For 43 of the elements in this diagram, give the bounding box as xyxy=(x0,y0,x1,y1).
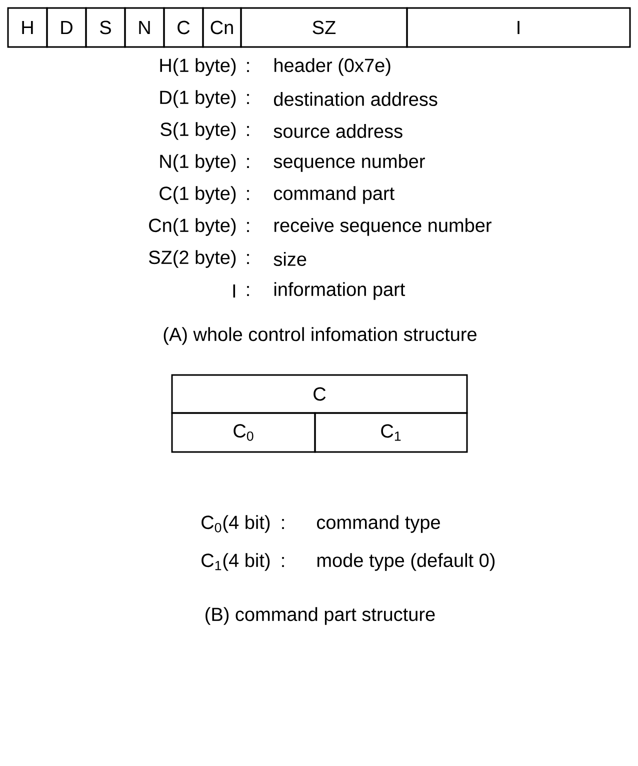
field-description: destination address xyxy=(274,92,438,106)
field-cell: C xyxy=(163,7,204,48)
colon: : xyxy=(247,126,249,136)
field-description: information part xyxy=(274,282,406,300)
field-name: S(1 byte) xyxy=(160,122,236,140)
field-name: C$_{0}$(4 bit) xyxy=(202,515,270,533)
field-description: mode type (default 0) xyxy=(317,553,495,571)
colon: : xyxy=(247,62,249,72)
colon: : xyxy=(282,556,284,568)
colon: : xyxy=(247,254,249,264)
field-name: I xyxy=(233,284,236,298)
field-name: N(1 byte) xyxy=(160,154,236,172)
colon: : xyxy=(282,518,284,530)
field-description: receive sequence number xyxy=(274,218,492,236)
field-cell: I xyxy=(406,7,631,48)
field-description: sequence number xyxy=(274,154,425,172)
field-cell: SZ xyxy=(240,7,408,48)
field-description: source address xyxy=(274,124,402,138)
field-name: D(1 byte) xyxy=(160,90,236,108)
field-cell: Cn xyxy=(202,7,242,48)
field-description: size xyxy=(274,252,306,266)
field-cell: D xyxy=(46,7,87,48)
field-cell: C$_{0}$ xyxy=(171,412,316,453)
caption: (A) whole control infomation structure xyxy=(164,327,476,345)
colon: : xyxy=(247,222,249,232)
field-name: C(1 byte) xyxy=(160,186,236,204)
field-description: header (0x7e) xyxy=(274,58,390,76)
field-name: Cn(1 byte) xyxy=(149,218,236,236)
field-cell: C xyxy=(171,374,468,414)
field-description: command part xyxy=(274,186,394,204)
field-name: C$_{1}$(4 bit) xyxy=(202,553,270,571)
field-name: H(1 byte) xyxy=(160,58,236,76)
colon: : xyxy=(247,158,249,168)
colon: : xyxy=(247,94,249,104)
caption: (B) command part structure xyxy=(206,607,435,625)
field-cell: C$_{1}$ xyxy=(314,412,468,453)
colon: : xyxy=(247,286,249,296)
colon: : xyxy=(247,190,249,200)
field-description: command type xyxy=(317,515,440,533)
field-cell: N xyxy=(124,7,165,48)
field-cell: S xyxy=(85,7,126,48)
field-cell: H xyxy=(7,7,48,48)
field-name: SZ(2 byte) xyxy=(148,250,236,268)
